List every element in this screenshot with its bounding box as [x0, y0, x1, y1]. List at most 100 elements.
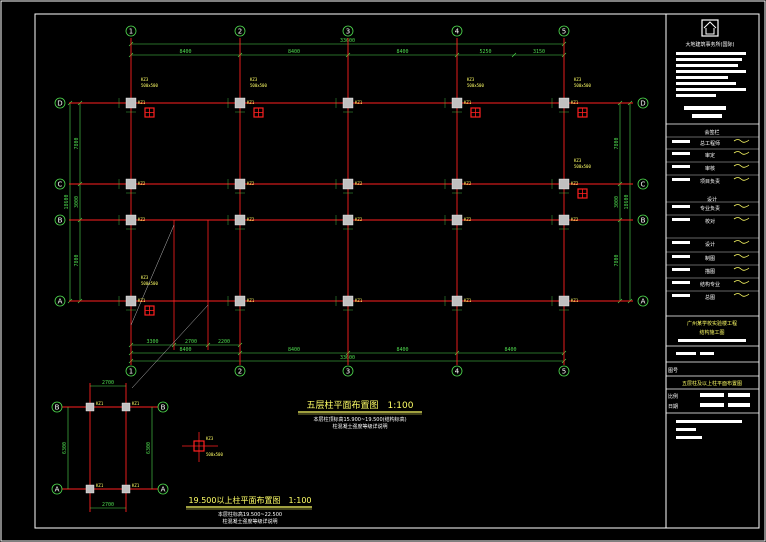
sub-axis-right-B-circle	[157, 401, 169, 413]
column-box-3-3	[451, 295, 463, 307]
role-signature-0	[733, 139, 750, 143]
sub-column-label-1-1: KZ1	[132, 483, 140, 488]
column-2-3: KZ2	[444, 214, 472, 230]
role-row-bar-0	[672, 140, 690, 143]
column-box-1-4	[558, 178, 570, 190]
project-sub: 结构施工图	[699, 329, 724, 336]
project-info-bar	[678, 339, 746, 342]
axis-bottom-3-circle	[342, 365, 354, 377]
column-label-2-4: KZ2	[571, 217, 579, 222]
detail-spec: 500x500	[206, 452, 223, 457]
axis-top-5-circle	[558, 25, 570, 37]
column-label-3-4: KZ1	[571, 298, 579, 303]
sub-column-0-0	[85, 402, 95, 412]
dim-bottom-sub-text-1: 2700	[185, 339, 197, 345]
axis-left-A-circle	[54, 295, 66, 307]
sub-note-2: 柱混凝土强度等级详说明	[222, 518, 277, 525]
info-bar-a	[676, 352, 696, 355]
leader-line-2	[131, 304, 209, 389]
dim-top-spans-text-3: 5250	[479, 49, 491, 55]
dim-right-spans-text-0: 7800	[614, 137, 620, 149]
column-label-3-2: KZ1	[355, 298, 363, 303]
axis-right-A-circle	[637, 295, 649, 307]
role-row-label-4: 专业负责	[700, 205, 720, 212]
column-box-1-2	[342, 178, 354, 190]
column-1-1: KZ2	[227, 178, 255, 194]
role-signature-4	[733, 204, 750, 208]
plan-title: 五层柱平面布置图 1:100	[307, 399, 414, 411]
dim-right-spans-text-1: 3000	[614, 196, 620, 208]
role-row-label-7: 制图	[705, 255, 715, 262]
column-label-0-4: KZ1	[571, 100, 579, 105]
column-3-3: KZ1	[444, 295, 472, 311]
dim-left-spans-text-2: 7800	[74, 254, 80, 266]
company-addr-bar-8	[676, 94, 716, 97]
column-box-1-0	[125, 178, 137, 190]
role-signature-3	[733, 177, 750, 181]
column-box-0-1	[234, 97, 246, 109]
column-box-3-4	[558, 295, 570, 307]
plan-note-2: 柱混凝土强度等级详说明	[332, 423, 387, 430]
dim-bottom-spans-text-2: 8400	[396, 347, 408, 353]
column-label-1-3: KZ2	[464, 181, 472, 186]
leader-line-1	[130, 224, 175, 326]
detail-section-mark	[193, 440, 205, 452]
column-label-3-3: KZ1	[464, 298, 472, 303]
column-label-3-0: KZ1	[138, 298, 146, 303]
project-name: 广州某学校实验楼工程	[687, 320, 737, 327]
sub-plan-title: 19.500以上柱平面布置图 1:100	[188, 495, 311, 505]
role-signature-10	[733, 293, 750, 297]
column-label-0-1: KZ1	[247, 100, 255, 105]
column-0-2: KZ1	[335, 97, 363, 113]
sub-plan-title-group: 19.500以上柱平面布置图 1:100 本层柱标高19.500~22.500 …	[186, 495, 312, 525]
role-row-bar-8	[672, 268, 690, 271]
column-kz-3-0: KZ3	[141, 275, 149, 280]
role-row-bar-5	[672, 218, 690, 221]
section-label-sign: 会签栏	[704, 129, 719, 136]
column-label-0-3: KZ1	[464, 100, 472, 105]
sub-axis-left-A: A	[55, 486, 60, 494]
column-3-2: KZ1	[335, 295, 363, 311]
axis-right-D-circle	[637, 97, 649, 109]
axis-top-1-circle	[125, 25, 137, 37]
dim-right-spans-text-2: 7800	[614, 254, 620, 266]
axis-left-D-circle	[54, 97, 66, 109]
sub-dim-bottom: 2700	[102, 502, 114, 508]
column-3-1: KZ1	[227, 295, 255, 311]
axis-right-B: B	[641, 217, 646, 225]
column-2-1: KZ2	[227, 214, 255, 230]
column-box-0-4	[558, 97, 570, 109]
axis-top-4-circle	[451, 25, 463, 37]
axis-bottom-1: 1	[129, 368, 133, 376]
sub-axis-right-B: B	[161, 404, 166, 412]
sub-dim-right: 6300	[146, 442, 152, 454]
footer-bar-3	[676, 436, 702, 439]
axis-bottom-2-circle	[234, 365, 246, 377]
column-kz-0-1: KZ3	[250, 77, 258, 82]
role-row-label-6: 设计	[705, 241, 715, 248]
role-row-bar-4	[672, 205, 690, 208]
company-addr-bar-7	[676, 88, 746, 91]
column-box-1-1	[234, 178, 246, 190]
column-kz-0-3: KZ3	[467, 77, 475, 82]
stamp-bar-2	[692, 114, 722, 118]
sub-axis-right-A-circle	[157, 483, 169, 495]
column-label-1-2: KZ2	[355, 181, 363, 186]
inner-frame	[34, 13, 760, 529]
dim-bottom-spans-text-1: 8400	[288, 347, 300, 353]
sub-axis-left-B: B	[55, 404, 60, 412]
column-box-2-1	[234, 214, 246, 226]
column-box-1-3	[451, 178, 463, 190]
drawing-title: 五层柱及以上柱平面布置图	[682, 380, 742, 387]
axis-top-2: 2	[238, 28, 242, 36]
column-box-0-0	[125, 97, 137, 109]
column-kz-1-4: KZ3	[574, 158, 582, 163]
dim-bottom-sub-text-2: 2200	[218, 339, 230, 345]
dim-top-spans-text-2: 8400	[396, 49, 408, 55]
column-1-0: KZ2	[118, 178, 146, 194]
